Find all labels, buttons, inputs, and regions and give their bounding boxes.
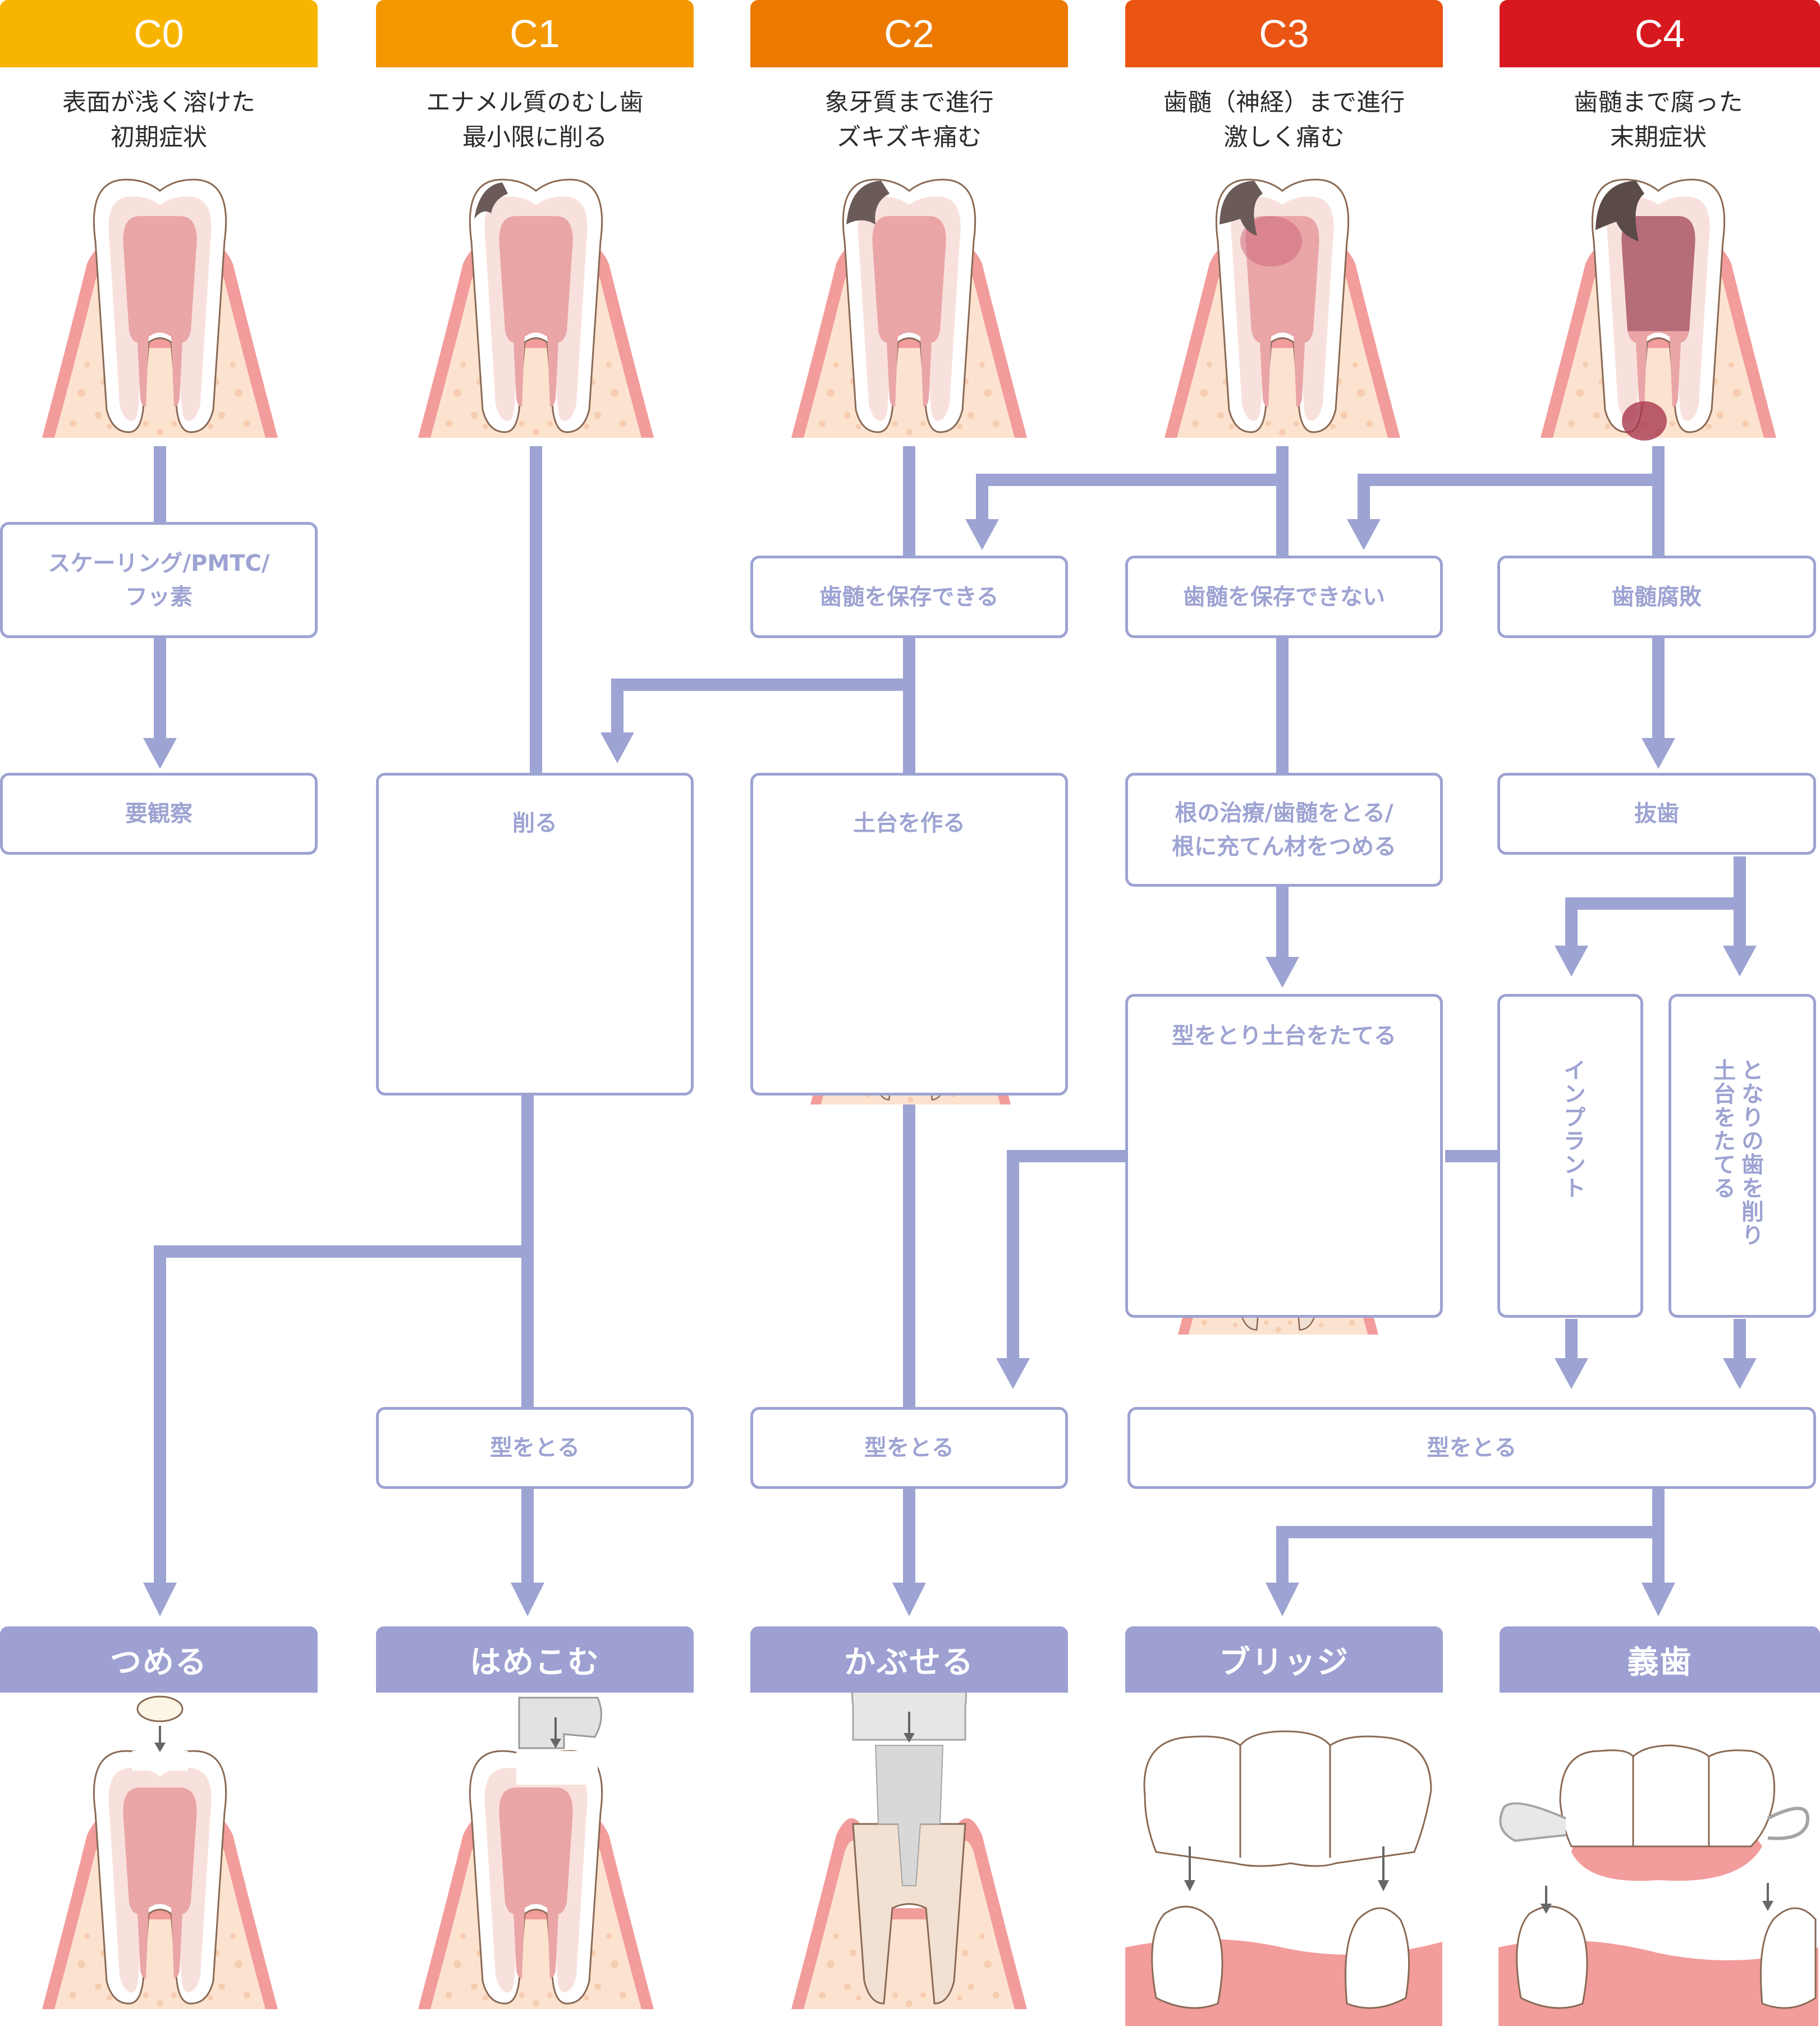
stage-c3-description: 歯髄（神経）まで進行 激しく痛む: [1125, 85, 1443, 155]
final-inlay-header: はめこむ: [376, 1626, 694, 1693]
tooth-c2-icon: [791, 180, 1027, 438]
description-line: 末期症状: [1610, 123, 1707, 152]
description-line: 激しく痛む: [1223, 123, 1345, 152]
bridge-icon: [1125, 1730, 1442, 2026]
scaling-box: スケーリング/PMTC/ フッ素: [0, 522, 318, 638]
inlay-icon: [418, 1697, 654, 2009]
description-line: 表面が浅く溶けた: [62, 89, 255, 117]
impression-c2-label: 型をとる: [864, 1435, 954, 1461]
pulp-savable-label: 歯髄を保存できる: [819, 584, 999, 610]
crown-icon: [791, 1666, 1027, 2009]
description-line: 初期症状: [111, 123, 207, 152]
stage-c0-header: C0: [0, 0, 318, 67]
description-line: 最小限に削る: [462, 123, 607, 152]
tooth-c4-icon: [1541, 180, 1776, 441]
extraction-box: 抜歯: [1497, 773, 1816, 855]
impression-c1-label: 型をとる: [490, 1435, 580, 1461]
final-crown-header: かぶせる: [750, 1626, 1068, 1693]
final-denture-header: 義歯: [1500, 1626, 1820, 1693]
neighbor-line-2: 土台をたてる: [1709, 1058, 1735, 1200]
impression-c34-box: 型をとる: [1127, 1407, 1816, 1489]
tooth-c0-icon: [42, 180, 278, 438]
stage-c4-header: C4: [1500, 0, 1820, 67]
stage-c4-description: 歯髄まで腐った 末期症状: [1500, 85, 1817, 155]
impression-c34-label: 型をとる: [1427, 1435, 1517, 1461]
root-canal-line: 根に充てん材をつめる: [1172, 833, 1396, 860]
pulp-rotten-box: 歯髄腐敗: [1497, 556, 1816, 638]
shave-box: 削る: [376, 773, 694, 1095]
base-box: 土台を作る: [750, 773, 1068, 1095]
observe-box: 要観察: [0, 773, 318, 855]
pulp-unsavable-box: 歯髄を保存できない: [1125, 556, 1443, 638]
description-line: 象牙質まで進行: [824, 89, 994, 117]
stage-c2-header: C2: [750, 0, 1068, 67]
pulp-unsavable-label: 歯髄を保存できない: [1183, 584, 1385, 610]
root-canal-line: 根の治療/歯髄をとる/: [1175, 800, 1393, 826]
extraction-label: 抜歯: [1634, 801, 1679, 827]
post-core-box: 型をとり土台をたてる: [1125, 994, 1443, 1318]
scaling-line: フッ素: [125, 584, 192, 610]
impression-c2-box: 型をとる: [750, 1407, 1068, 1489]
stage-c2-description: 象牙質まで進行 ズキズキ痛む: [750, 85, 1068, 155]
impression-c1-box: 型をとる: [376, 1407, 694, 1489]
observe-label: 要観察: [125, 801, 192, 827]
base-label: 土台を作る: [853, 810, 965, 836]
denture-icon: [1498, 1744, 1818, 2026]
neighbor-box: 土台をたてる となりの歯を削り: [1668, 994, 1816, 1318]
final-bridge-header: ブリッジ: [1125, 1626, 1443, 1693]
scaling-line: スケーリング/PMTC/: [48, 550, 270, 576]
tooth-c3-icon: [1165, 180, 1400, 438]
implant-box: インプラント: [1497, 994, 1643, 1318]
tooth-c1-icon: [418, 180, 654, 438]
arrow-heads: [143, 519, 1757, 1616]
implant-label: インプラント: [1560, 1058, 1585, 1200]
final-filling-header: つめる: [0, 1626, 318, 1693]
root-canal-box: 根の治療/歯髄をとる/ 根に充てん材をつめる: [1125, 773, 1443, 887]
stage-c0-description: 表面が浅く溶けた 初期症状: [0, 85, 318, 155]
description-line: 歯髄（神経）まで進行: [1163, 89, 1405, 117]
stage-c1-header: C1: [376, 0, 694, 67]
description-line: 歯髄まで腐った: [1574, 89, 1743, 117]
filling-icon: [42, 1695, 278, 2009]
post-core-label: 型をとり土台をたてる: [1172, 1023, 1396, 1049]
description-line: ズキズキ痛む: [837, 123, 982, 152]
stage-c3-header: C3: [1125, 0, 1443, 67]
stage-c1-description: エナメル質のむし歯 最小限に削る: [376, 85, 694, 155]
neighbor-line-1: となりの歯を削り: [1738, 1058, 1763, 1247]
description-line: エナメル質のむし歯: [426, 89, 644, 117]
shave-label: 削る: [512, 810, 557, 836]
pulp-rotten-label: 歯髄腐敗: [1612, 584, 1702, 610]
pulp-savable-box: 歯髄を保存できる: [750, 556, 1068, 638]
